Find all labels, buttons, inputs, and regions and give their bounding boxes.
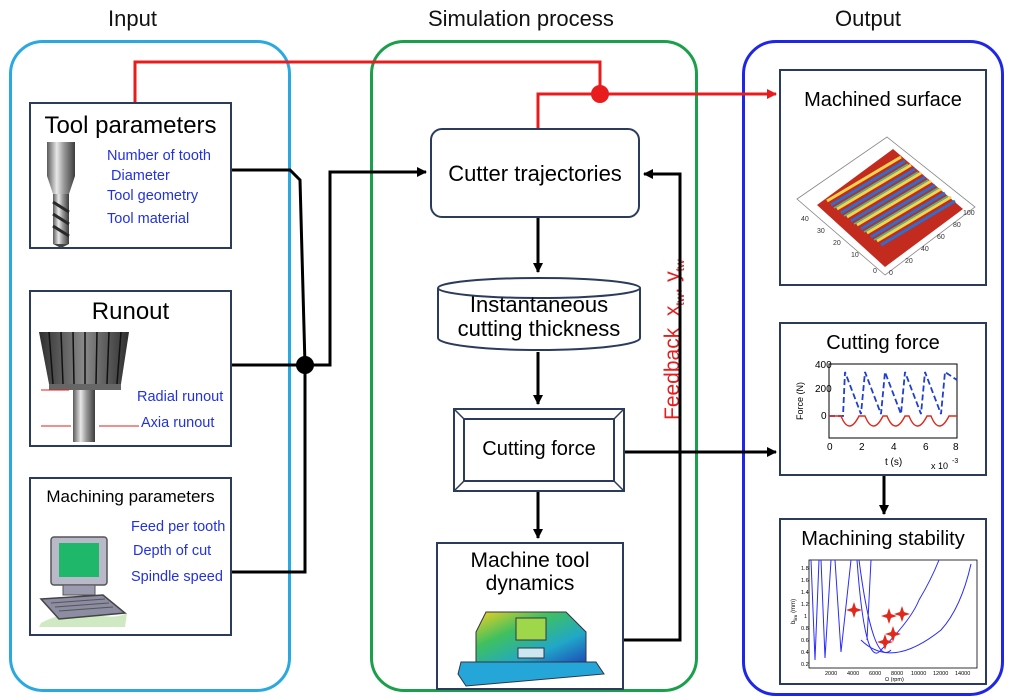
surface-tick-right-2: 20 (905, 258, 913, 265)
surface-tick-right-6: 100 (963, 210, 975, 217)
machined-surface-title: Machined surface (804, 89, 962, 111)
feedback-x-sub: tw (673, 293, 688, 306)
cutting-force-plot: 400 200 0 0 2 4 6 8 t (s) x 10 -3 Force … (795, 360, 959, 471)
tool-param-1: Number of tooth (107, 148, 211, 164)
force-xtick-0: 0 (827, 442, 833, 453)
stab-xtick-7: 14000 (955, 671, 970, 677)
stab-ytick-9: 0.2 (801, 662, 809, 668)
stab-ytick-4: 1.2 (801, 602, 809, 608)
stab-ylabel: blim (mm) (791, 599, 798, 624)
surface-tick-right-5: 80 (953, 222, 961, 229)
stab-ylabel-unit: (mm) (791, 599, 797, 613)
fem-machine-model-image (457, 611, 605, 687)
stab-ytick-2: 1.6 (801, 578, 809, 584)
stab-xtick-4: 8000 (891, 671, 903, 677)
surface-tick-left-1: 40 (801, 216, 809, 223)
machining-parameters-title: Machining parameters (46, 487, 215, 506)
feedback-y-sub: tw (673, 259, 688, 272)
surface-tick-right-1: 0 (889, 270, 893, 277)
stab-ytick-3: 1.4 (801, 590, 809, 596)
force-x-exponent: x 10 (931, 461, 948, 471)
surface-tick-left-4: 10 (851, 252, 859, 259)
stab-ytick-8: 0.4 (801, 650, 809, 656)
runout-axial: Axia runout (141, 415, 215, 431)
tool-parameters-title: Tool parameters (44, 112, 217, 139)
surface-tick-right-3: 40 (921, 246, 929, 253)
collet-runout-icon (39, 331, 139, 442)
feedback-y: , y (661, 271, 684, 294)
stability-lobe-plot: 1.8 1.6 1.4 1.2 1 0.8 0.6 0.4 0.2 2000 4… (791, 559, 978, 683)
force-ytick-0: 0 (821, 411, 827, 422)
surface-tick-left-3: 20 (833, 240, 841, 247)
stab-ytick-6: 0.8 (801, 626, 809, 632)
machining-param-1: Feed per tooth (131, 519, 226, 535)
stab-ylabel-b: b (791, 620, 797, 624)
force-x-exponent-power: -3 (952, 458, 958, 465)
cutting-force-node: Cutting force (453, 408, 625, 492)
end-mill-tool-icon (47, 142, 75, 248)
tool-parameters-box: Tool parameters Number of tooth Diameter… (29, 102, 232, 249)
cutting-force-output-box: Cutting force 400 200 0 0 2 4 6 8 t (s) … (779, 322, 987, 476)
machining-parameters-box: Machining parameters Feed per tooth Dept… (29, 477, 232, 636)
cutter-trajectories-label: Cutter trajectories (448, 161, 622, 186)
dynamics-label-1: Machine tool (470, 549, 590, 572)
stab-xtick-2: 4000 (847, 671, 859, 677)
cutting-force-output-title: Cutting force (826, 332, 940, 354)
stab-ytick-1: 1.8 (801, 566, 809, 572)
cutting-force-node-label: Cutting force (482, 438, 596, 460)
stab-xlabel: Ω (rpm) (885, 677, 904, 683)
machine-tool-dynamics-box: Machine tool dynamics (436, 542, 624, 690)
surface-tick-right-4: 60 (937, 234, 945, 241)
output-panel (742, 40, 1004, 696)
dynamics-label-2: dynamics (485, 572, 575, 595)
tool-param-2: Diameter (111, 168, 170, 184)
machining-param-3: Spindle speed (131, 569, 223, 585)
cutter-trajectories-box: Cutter trajectories (430, 128, 640, 218)
force-ytick-400: 400 (815, 360, 832, 371)
force-xtick-4: 4 (891, 442, 897, 453)
stab-ytick-7: 0.6 (801, 638, 809, 644)
machining-stability-box: Machining stability 1.8 1.6 1.4 1.2 1 0.… (779, 518, 987, 685)
tool-param-4: Tool material (107, 211, 190, 227)
force-xlabel: t (s) (885, 457, 902, 468)
feedback-word: Feedback (661, 327, 684, 420)
output-column-title: Output (835, 6, 902, 31)
machining-param-2: Depth of cut (133, 543, 212, 559)
tool-param-3: Tool geometry (107, 188, 199, 204)
force-xtick-6: 6 (923, 442, 929, 453)
input-junction-dot (296, 356, 314, 374)
stab-ylabel-sub: lim (793, 615, 798, 621)
stab-xtick-6: 12000 (933, 671, 948, 677)
stab-xtick-1: 2000 (825, 671, 837, 677)
input-column-title: Input (108, 6, 157, 31)
simulation-column-title: Simulation process (428, 6, 614, 31)
force-ytick-200: 200 (815, 384, 832, 395)
runout-radial: Radial runout (137, 389, 224, 405)
stab-xtick-5: 10000 (911, 671, 926, 677)
force-ylabel: Force (N) (795, 382, 805, 420)
runout-box: Runout Radial runout Axia runout (29, 290, 232, 447)
feedback-x: x (661, 305, 684, 317)
feedback-label: Feedback xtw, ytw (661, 259, 687, 420)
machined-surface-box: Machined surface 40 30 20 10 0 0 20 40 6… (779, 69, 987, 286)
surface-tick-left-5: 0 (873, 268, 877, 275)
stab-xtick-3: 6000 (869, 671, 881, 677)
stab-ytick-5: 1 (804, 614, 807, 620)
force-xtick-8: 8 (953, 442, 959, 453)
cutting-thickness-label-2: cutting thickness (457, 316, 621, 341)
cutting-thickness-label-1: Instantaneous (469, 292, 609, 317)
force-xtick-2: 2 (859, 442, 865, 453)
machining-stability-title: Machining stability (801, 528, 965, 550)
machined-surface-3d-plot: 40 30 20 10 0 0 20 40 60 80 100 (796, 136, 976, 277)
computer-icon (39, 536, 127, 627)
surface-tick-left-2: 30 (817, 228, 825, 235)
runout-title: Runout (91, 298, 170, 325)
